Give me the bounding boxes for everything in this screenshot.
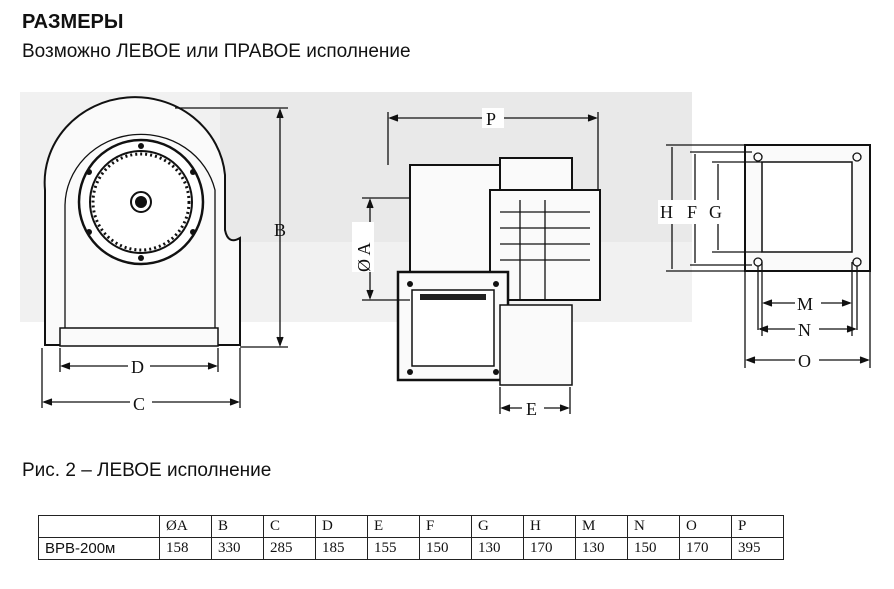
table-header-cell: M [575,515,628,538]
label-d: D [131,357,144,377]
table-header-cell: E [367,515,420,538]
damper-slot [420,294,486,300]
table-header-cell: O [679,515,732,538]
dimensions-table: ØA B C D E F G H M N O P ВРВ-200м 158 33… [38,515,784,560]
table-corner-cell [38,515,160,538]
dimension-d [59,348,219,372]
label-m: M [797,294,813,314]
label-c: C [133,394,145,414]
table-header-cell: N [627,515,680,538]
table-cell: 170 [679,537,732,560]
table-cell: 150 [627,537,680,560]
hub-outer [130,191,152,213]
page-subtitle: Возможно ЛЕВОЕ или ПРАВОЕ исполнение [22,41,411,62]
side-view [396,157,601,386]
table-header-cell: ØA [159,515,212,538]
label-o: O [798,351,811,371]
table-cell: 158 [159,537,212,560]
motor-terminal-box [499,157,573,195]
dimension-mno [744,262,871,368]
label-n: N [798,320,811,340]
front-view [43,96,241,347]
table-cell: 155 [367,537,420,560]
table-cell: 150 [419,537,472,560]
table-cell: 130 [471,537,524,560]
table-cell: 130 [575,537,628,560]
hub-center [135,196,147,208]
table-row: ВРВ-200м 158 330 285 185 155 150 130 170… [38,537,784,560]
table-header-cell: H [523,515,576,538]
dimension-hfg [666,144,762,272]
table-cell: 395 [731,537,784,560]
table-header-cell: B [211,515,264,538]
table-cell: 330 [211,537,264,560]
table-cell: 185 [315,537,368,560]
mounting-holes [86,143,196,261]
outlet-opening [411,289,495,367]
motor-fins [500,200,590,300]
base-foot [59,327,219,347]
table-row-label: ВРВ-200м [38,537,160,560]
table-header-cell: G [471,515,524,538]
table-header-cell: P [731,515,784,538]
table-header-cell: D [315,515,368,538]
table-cell: 285 [263,537,316,560]
label-h: H [660,202,673,222]
inlet-ring-inner [89,150,193,254]
dimension-drawing: B D C [20,92,871,419]
dimension-p [387,112,599,190]
label-f: F [687,202,697,222]
table-cell: 170 [523,537,576,560]
label-g: G [709,202,722,222]
figure-caption: Рис. 2 – ЛЕВОЕ исполнение [22,460,272,481]
flange-opening [761,161,853,253]
flange-view [744,144,871,272]
label-b: B [274,220,286,240]
label-p: P [486,109,496,129]
dimension-a [362,197,410,301]
label-a: Ø A [354,242,374,272]
volute-inner-line [64,133,216,345]
table-header-cell: C [263,515,316,538]
base-side [499,304,573,386]
table-header-row: ØA B C D E F G H M N O P [38,515,784,538]
table-header-cell: F [419,515,472,538]
dimension-b [175,107,288,348]
impeller-rim [91,152,191,252]
label-e: E [526,399,537,419]
flange-holes-side [407,281,499,375]
page-title: РАЗМЕРЫ [22,11,124,33]
